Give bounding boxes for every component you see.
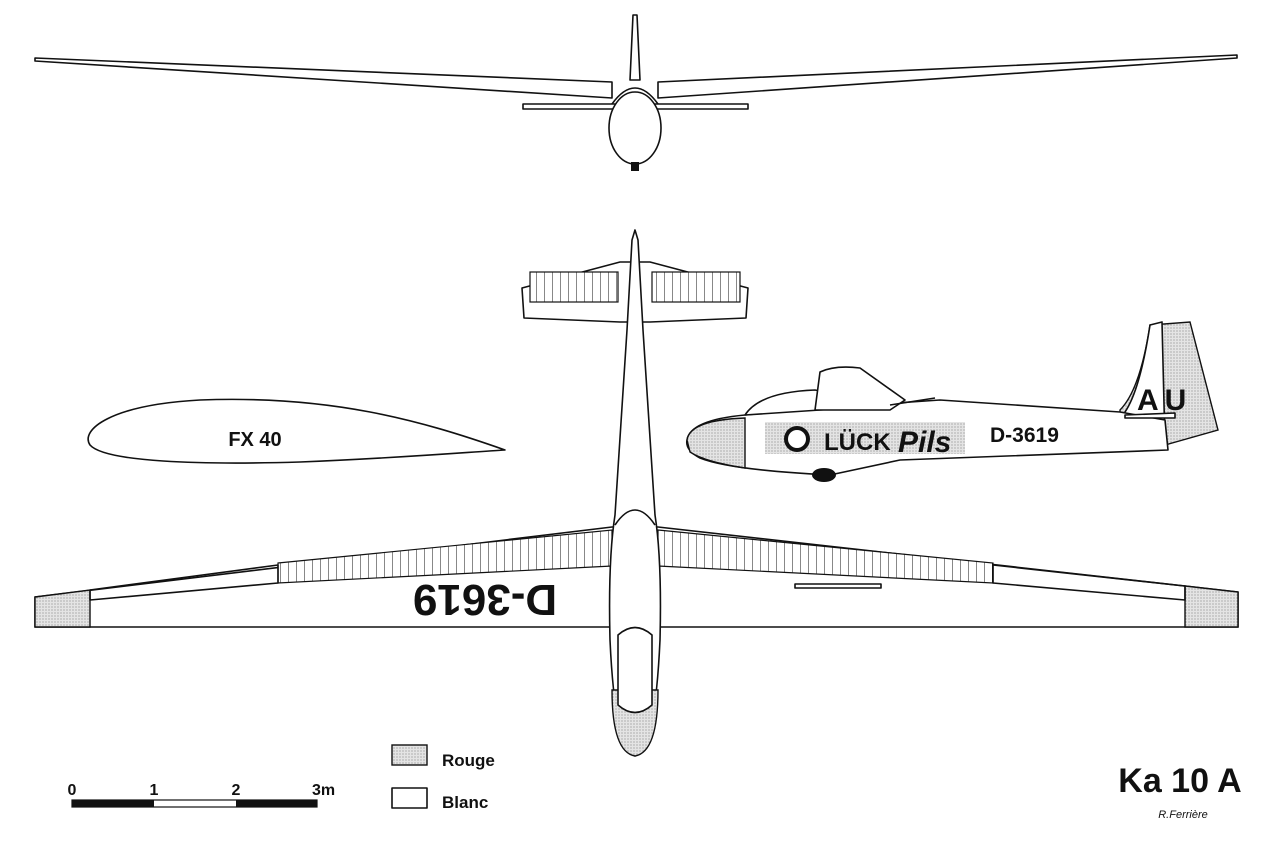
top-canopy — [617, 626, 653, 714]
right-elevator — [651, 271, 741, 303]
front-skid — [631, 162, 639, 171]
scale-tick-2: 2 — [232, 782, 241, 799]
side-registration: D-3619 — [990, 424, 1059, 447]
airbrake — [794, 583, 882, 589]
side-canopy-rear — [814, 366, 906, 411]
airfoil-label: FX 40 — [228, 429, 281, 451]
right-wingtip-red — [1184, 585, 1239, 628]
left-flap-line — [89, 564, 279, 601]
front-wing-right — [657, 54, 1238, 99]
right-flap-line — [992, 564, 1186, 601]
scale-tick-1: 1 — [150, 782, 159, 799]
front-canopy — [611, 87, 659, 105]
sponsor-script: Pils — [898, 426, 951, 459]
scale-tick-3: 3m — [312, 782, 335, 799]
wing-registration: D-3619 — [413, 575, 557, 624]
fin-code: AU — [1137, 384, 1192, 417]
legend-swatch-blanc — [391, 787, 428, 809]
scale-tick-0: 0 — [68, 782, 77, 799]
wing-root-fairing — [614, 509, 656, 526]
side-view: LÜCK Pils D-3619 AU — [685, 321, 1219, 482]
color-legend: Rouge Blanc — [391, 744, 495, 812]
legend-swatch-rouge — [391, 744, 428, 766]
left-elevator — [529, 271, 619, 303]
left-wingtip-red — [34, 589, 91, 628]
top-view: D-3619 — [34, 229, 1239, 757]
front-fin — [629, 14, 641, 81]
legend-label-blanc: Blanc — [442, 793, 488, 812]
airfoil-section: FX 40 — [87, 398, 506, 464]
side-tailplane — [1124, 412, 1176, 419]
drawing-title: Ka 10 A — [1118, 762, 1241, 800]
author-credit: R.Ferrière — [1158, 809, 1208, 821]
legend-label-rouge: Rouge — [442, 751, 495, 770]
side-wheel — [812, 468, 836, 482]
scale-bar: 0 1 2 3m — [68, 782, 335, 808]
front-fuselage — [608, 91, 662, 165]
side-nose-red — [686, 417, 746, 469]
front-view — [34, 14, 1238, 171]
front-wing-left — [34, 57, 613, 99]
sponsor-brand: LÜCK — [824, 429, 891, 456]
